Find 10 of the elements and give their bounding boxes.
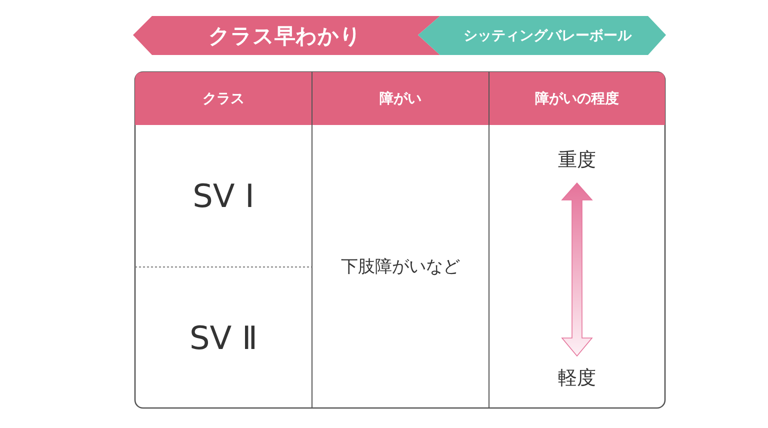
- banner-title: クラス早わかり: [208, 22, 362, 50]
- table-cell-text: 下肢障がいなど: [341, 256, 460, 278]
- column-header: 障がいの程度: [535, 90, 619, 108]
- column-header: クラス: [202, 90, 244, 108]
- tag-text: シッティングバレーボール: [464, 26, 632, 44]
- column-header: 障がい: [380, 90, 422, 108]
- scale-label: 重度: [558, 148, 596, 173]
- class-name: SV Ⅰ: [192, 177, 254, 215]
- class-name: SV Ⅱ: [189, 318, 258, 356]
- scale-label: 軽度: [558, 366, 596, 391]
